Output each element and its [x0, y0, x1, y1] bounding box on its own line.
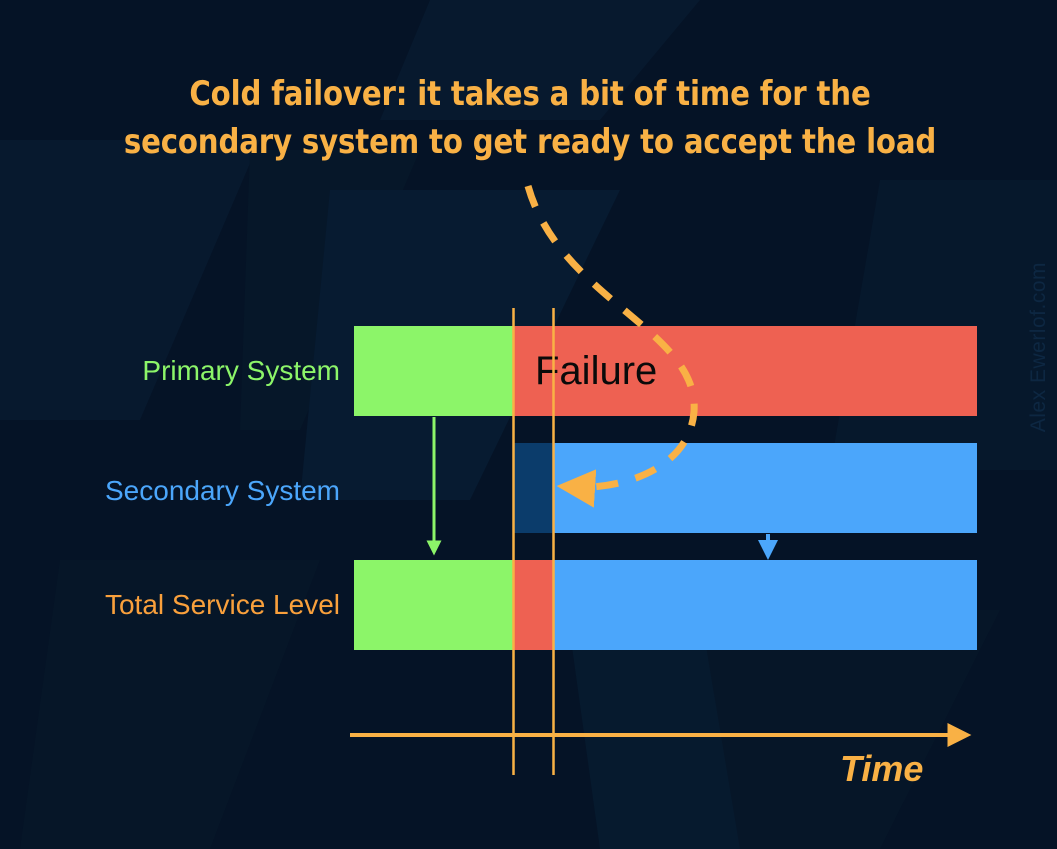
row-label-secondary-wrap: Secondary System [0, 475, 340, 506]
timeline-row-secondary [354, 443, 977, 533]
time-axis-label: Time [840, 748, 924, 789]
row-label-total-wrap: Total Service Level [0, 589, 340, 620]
watermark: Alex Ewerlof.com [1027, 262, 1050, 433]
segment-secondary-warmup [512, 443, 553, 533]
row-label-total: Total Service Level [104, 589, 340, 620]
failure-label: Failure [535, 349, 658, 393]
segment-total-outage [512, 560, 553, 650]
timeline-row-primary [354, 326, 977, 416]
segment-secondary-serving [552, 443, 977, 533]
segment-total-primary-up [354, 560, 513, 650]
row-label-primary: Primary System [142, 355, 340, 386]
page-title: Cold failover: it takes a bit of time fo… [123, 74, 937, 162]
row-label-primary-wrap: Primary System [0, 355, 340, 386]
segment-secondary-idle [354, 443, 513, 533]
segment-primary-healthy [354, 326, 513, 416]
timeline-row-total [354, 560, 977, 650]
row-label-secondary: Secondary System [105, 475, 340, 506]
segment-total-secondary-up [552, 560, 977, 650]
